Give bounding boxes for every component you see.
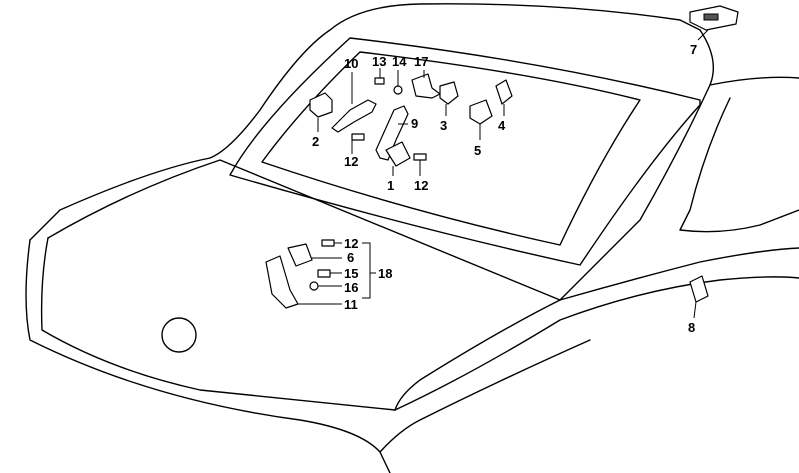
callout-10: 10 [344, 56, 358, 71]
part-10-shape [331, 99, 377, 133]
part-15-shape [317, 269, 331, 278]
callout-14: 14 [392, 54, 407, 69]
part-6-shape [287, 243, 313, 267]
callout-3: 3 [440, 118, 447, 133]
car-body-outline [25, 3, 799, 473]
part-2-shape [309, 92, 333, 118]
part-4-shape [495, 79, 513, 105]
callout-8: 8 [688, 320, 695, 335]
part-5-shape [469, 99, 493, 125]
part-12-screw-c [321, 239, 335, 247]
part-8-shape [689, 275, 709, 303]
leader-lines [298, 29, 709, 319]
part-17-shape [411, 73, 441, 99]
parts-upper [309, 5, 739, 167]
part-12-screw-a [351, 133, 365, 141]
part-3-shape [439, 81, 459, 105]
callout-13: 13 [372, 54, 386, 69]
callout-16: 16 [344, 280, 358, 295]
callout-6: 6 [347, 250, 354, 265]
callout-15: 15 [344, 266, 358, 281]
callout-18: 18 [378, 266, 392, 281]
callout-2: 2 [312, 134, 319, 149]
callout-11: 11 [344, 297, 358, 312]
callout-17: 17 [414, 54, 428, 69]
part-16-shape [309, 281, 319, 291]
callout-9: 9 [411, 116, 418, 131]
callout-labels: 1 2 3 4 5 6 7 8 9 10 11 12 12 12 13 14 1… [312, 42, 697, 335]
callout-1: 1 [387, 178, 394, 193]
part-9-shape [375, 105, 409, 161]
callout-12-b: 12 [414, 178, 428, 193]
part-14-shape [393, 85, 403, 95]
trunk-emblem [161, 317, 197, 353]
callout-5: 5 [474, 143, 481, 158]
callout-12-a: 12 [344, 154, 358, 169]
part-11-shape [265, 255, 299, 309]
part-1-shape [385, 141, 411, 167]
parts-lower [265, 239, 709, 309]
callout-12-c: 12 [344, 236, 358, 251]
callout-4: 4 [498, 118, 506, 133]
callout-7: 7 [690, 42, 697, 57]
rear-window-frame [229, 37, 701, 266]
part-12-screw-b [413, 153, 427, 161]
part-13-shape [374, 77, 385, 85]
part-7-detail [703, 13, 719, 21]
